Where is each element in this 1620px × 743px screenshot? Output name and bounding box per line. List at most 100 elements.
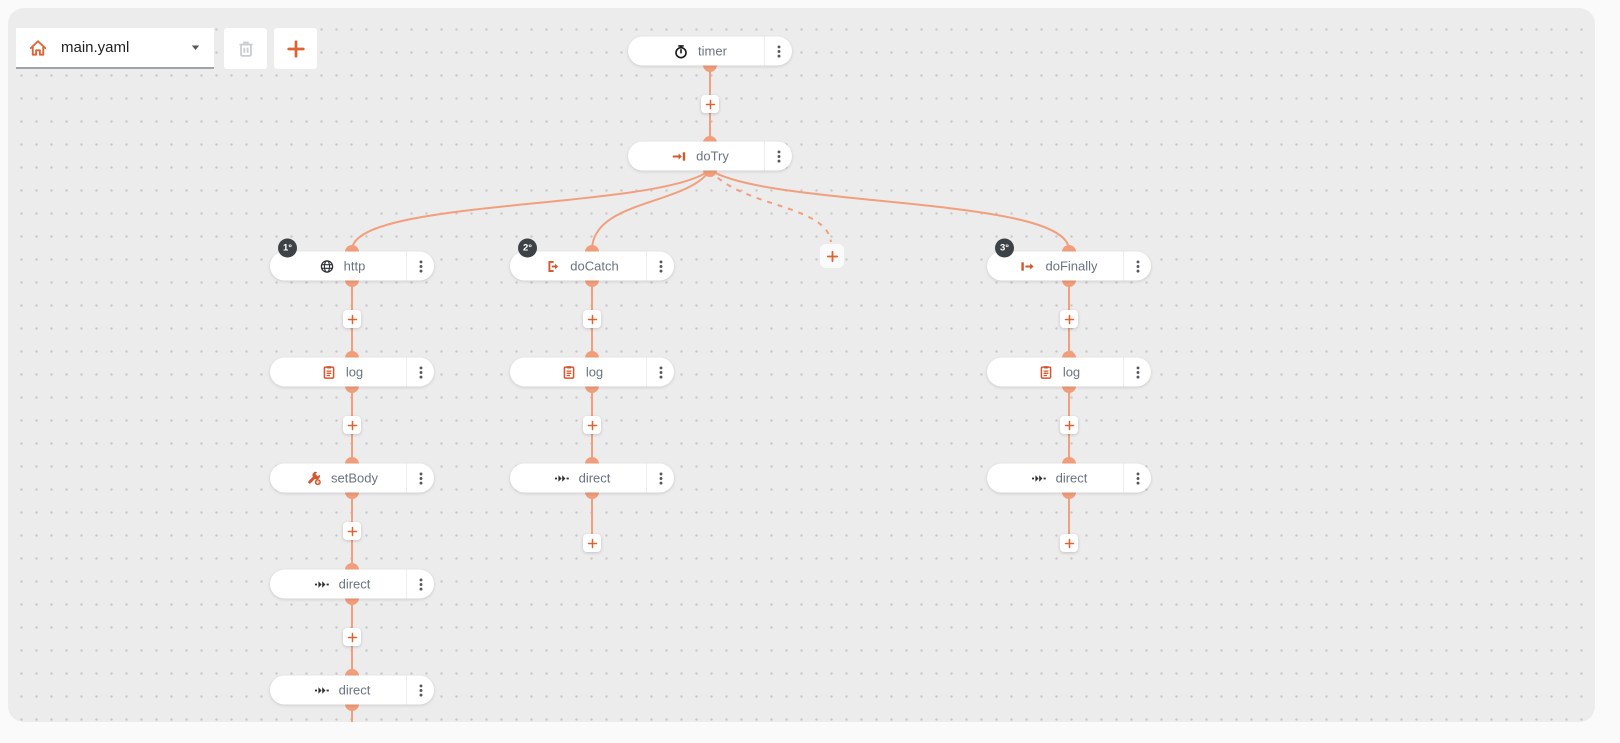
globe-icon xyxy=(319,258,335,274)
direct-arrow-icon xyxy=(554,470,570,486)
insert-step-button[interactable] xyxy=(343,416,361,434)
insert-step-button[interactable] xyxy=(343,628,361,646)
trash-icon xyxy=(236,39,256,59)
kebab-icon xyxy=(1130,470,1146,486)
plus-icon xyxy=(587,420,598,431)
step-node-direct[interactable]: direct xyxy=(510,463,674,493)
timer-icon xyxy=(673,43,689,59)
step-menu-button[interactable] xyxy=(764,36,792,66)
step-menu-button[interactable] xyxy=(1123,251,1151,281)
flow-canvas[interactable] xyxy=(8,8,1595,722)
step-node-http[interactable]: 1° http xyxy=(270,238,434,281)
plus-icon xyxy=(705,99,716,110)
kebab-icon xyxy=(653,364,669,380)
step-label: direct xyxy=(338,576,371,592)
delete-flow-button[interactable] xyxy=(224,28,267,69)
insert-step-button[interactable] xyxy=(583,310,601,328)
kebab-icon xyxy=(413,470,429,486)
branch-order-badge: 1° xyxy=(278,238,297,258)
catch-arrow-icon xyxy=(545,258,561,274)
clipboard-icon xyxy=(321,364,337,380)
clipboard-icon xyxy=(1038,364,1054,380)
home-icon xyxy=(28,38,48,58)
step-node-log[interactable]: log xyxy=(510,357,674,387)
direct-arrow-icon xyxy=(1031,470,1047,486)
step-menu-button[interactable] xyxy=(646,463,674,493)
insert-step-button[interactable] xyxy=(583,416,601,434)
step-menu-button[interactable] xyxy=(406,675,434,705)
wrench-plus-icon xyxy=(306,470,322,486)
insert-step-button[interactable] xyxy=(701,95,719,113)
plus-icon xyxy=(587,538,598,549)
step-node-direct[interactable]: direct xyxy=(270,569,434,599)
clipboard-icon xyxy=(561,364,577,380)
step-node-direct[interactable]: direct xyxy=(270,675,434,705)
step-label: setBody xyxy=(331,470,378,486)
step-label: doTry xyxy=(696,148,729,164)
kebab-icon xyxy=(413,364,429,380)
caret-down-icon xyxy=(189,41,202,54)
kebab-icon xyxy=(653,470,669,486)
plus-icon xyxy=(286,39,306,59)
step-menu-button[interactable] xyxy=(406,463,434,493)
add-branch-button[interactable] xyxy=(820,244,844,268)
kebab-icon xyxy=(413,258,429,274)
insert-step-button[interactable] xyxy=(343,310,361,328)
step-label: doCatch xyxy=(570,258,619,274)
append-step-button[interactable] xyxy=(583,534,601,552)
step-label: log xyxy=(345,364,364,380)
kebab-icon xyxy=(1130,364,1146,380)
ghost-branch-edge xyxy=(709,169,832,243)
step-menu-button[interactable] xyxy=(406,357,434,387)
step-node-timer[interactable]: timer xyxy=(628,36,792,66)
step-label: log xyxy=(1062,364,1081,380)
step-node-dofinally[interactable]: 3° doFinally xyxy=(987,238,1151,281)
step-node-log[interactable]: log xyxy=(270,357,434,387)
plus-icon xyxy=(587,314,598,325)
kebab-icon xyxy=(1130,258,1146,274)
insert-step-button[interactable] xyxy=(1060,416,1078,434)
flow-file-selector[interactable]: main.yaml xyxy=(16,28,214,69)
new-flow-button[interactable] xyxy=(274,28,317,69)
plus-icon xyxy=(347,420,358,431)
step-menu-button[interactable] xyxy=(646,251,674,281)
step-node-docatch[interactable]: 2° doCatch xyxy=(510,238,674,281)
step-node-setbody[interactable]: setBody xyxy=(270,463,434,493)
step-menu-button[interactable] xyxy=(1123,463,1151,493)
plus-icon xyxy=(826,250,839,263)
step-label: log xyxy=(585,364,604,380)
insert-step-button[interactable] xyxy=(1060,310,1078,328)
kebab-icon xyxy=(413,576,429,592)
bar-arrow-icon xyxy=(1020,258,1036,274)
step-menu-button[interactable] xyxy=(1123,357,1151,387)
plus-icon xyxy=(1064,420,1075,431)
arrow-into-bar-icon xyxy=(671,148,687,164)
branch-order-badge: 3° xyxy=(995,238,1014,258)
step-node-direct[interactable]: direct xyxy=(987,463,1151,493)
direct-arrow-icon xyxy=(314,682,330,698)
step-menu-button[interactable] xyxy=(406,569,434,599)
step-label: direct xyxy=(1055,470,1088,486)
kebab-icon xyxy=(771,148,787,164)
step-menu-button[interactable] xyxy=(764,141,792,171)
plus-icon xyxy=(1064,314,1075,325)
selected-flow-name: main.yaml xyxy=(61,39,130,56)
step-menu-button[interactable] xyxy=(646,357,674,387)
branch-order-badge: 2° xyxy=(518,238,537,258)
plus-icon xyxy=(347,632,358,643)
step-node-dotry[interactable]: doTry xyxy=(628,141,792,171)
plus-icon xyxy=(1064,538,1075,549)
insert-step-button[interactable] xyxy=(343,522,361,540)
step-label: timer xyxy=(698,43,727,59)
step-menu-button[interactable] xyxy=(406,251,434,281)
step-label: http xyxy=(343,258,366,274)
append-step-button[interactable] xyxy=(1060,534,1078,552)
kebab-icon xyxy=(653,258,669,274)
step-node-log[interactable]: log xyxy=(987,357,1151,387)
kebab-icon xyxy=(771,43,787,59)
step-label: direct xyxy=(578,470,611,486)
direct-arrow-icon xyxy=(314,576,330,592)
plus-icon xyxy=(347,314,358,325)
